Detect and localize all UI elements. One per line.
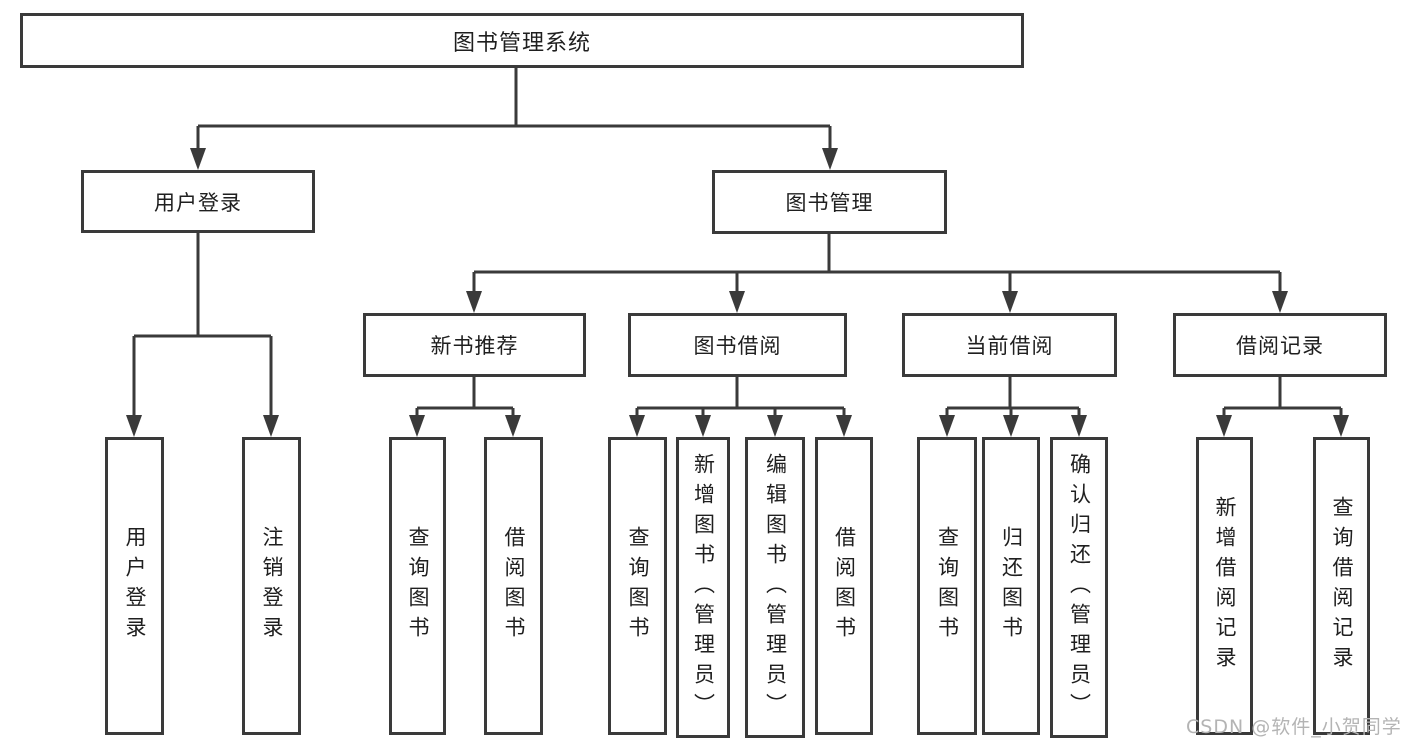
node-borrow-books-1: 借阅图书: [484, 437, 543, 735]
node-label: 确认归还（管理员）: [1067, 452, 1092, 723]
node-borrow-books-2: 借阅图书: [815, 437, 873, 735]
node-add-books-admin: 新增图书（管理员）: [676, 437, 730, 738]
node-label: 图书借阅: [693, 334, 782, 358]
node-label: 图书管理: [785, 191, 874, 215]
node-logout: 注销登录: [242, 437, 301, 735]
node-label: 新增借阅记录: [1213, 496, 1237, 676]
node-borrowing-records: 借阅记录: [1173, 313, 1387, 377]
node-label: 图书管理系统: [452, 30, 591, 56]
node-user-login-branch: 用户登录: [81, 170, 315, 233]
node-query-books-2: 查询图书: [608, 437, 667, 735]
node-label: 新书推荐: [430, 334, 519, 358]
node-label: 查询图书: [626, 526, 650, 646]
node-query-books-1: 查询图书: [389, 437, 446, 735]
node-query-borrow-record: 查询借阅记录: [1313, 437, 1370, 735]
node-query-books-3: 查询图书: [917, 437, 977, 735]
node-label: 查询借阅记录: [1330, 496, 1354, 676]
node-label: 注销登录: [260, 526, 284, 646]
node-book-management: 图书管理: [712, 170, 947, 234]
node-confirm-return-admin: 确认归还（管理员）: [1050, 437, 1108, 738]
node-label: 编辑图书（管理员）: [763, 452, 788, 723]
node-current-borrowing: 当前借阅: [902, 313, 1117, 377]
node-label: 用户登录: [123, 526, 147, 646]
node-add-borrow-record: 新增借阅记录: [1196, 437, 1253, 735]
node-library-management-system: 图书管理系统: [20, 13, 1024, 68]
node-return-books: 归还图书: [982, 437, 1040, 735]
node-label: 新增图书（管理员）: [691, 452, 716, 723]
node-label: 查询图书: [406, 526, 430, 646]
node-label: 用户登录: [154, 190, 242, 215]
node-label: 当前借阅: [965, 334, 1054, 358]
node-label: 查询图书: [935, 526, 960, 646]
node-user-login-leaf: 用户登录: [105, 437, 164, 735]
node-label: 借阅记录: [1236, 334, 1324, 358]
node-new-book-recommend: 新书推荐: [363, 313, 586, 377]
node-label: 借阅图书: [502, 526, 526, 646]
node-label: 借阅图书: [832, 526, 857, 646]
watermark: CSDN @软件_小贺同学: [1186, 716, 1402, 738]
node-label: 归还图书: [999, 526, 1024, 646]
node-book-borrowing: 图书借阅: [628, 313, 847, 377]
node-edit-books-admin: 编辑图书（管理员）: [745, 437, 805, 738]
